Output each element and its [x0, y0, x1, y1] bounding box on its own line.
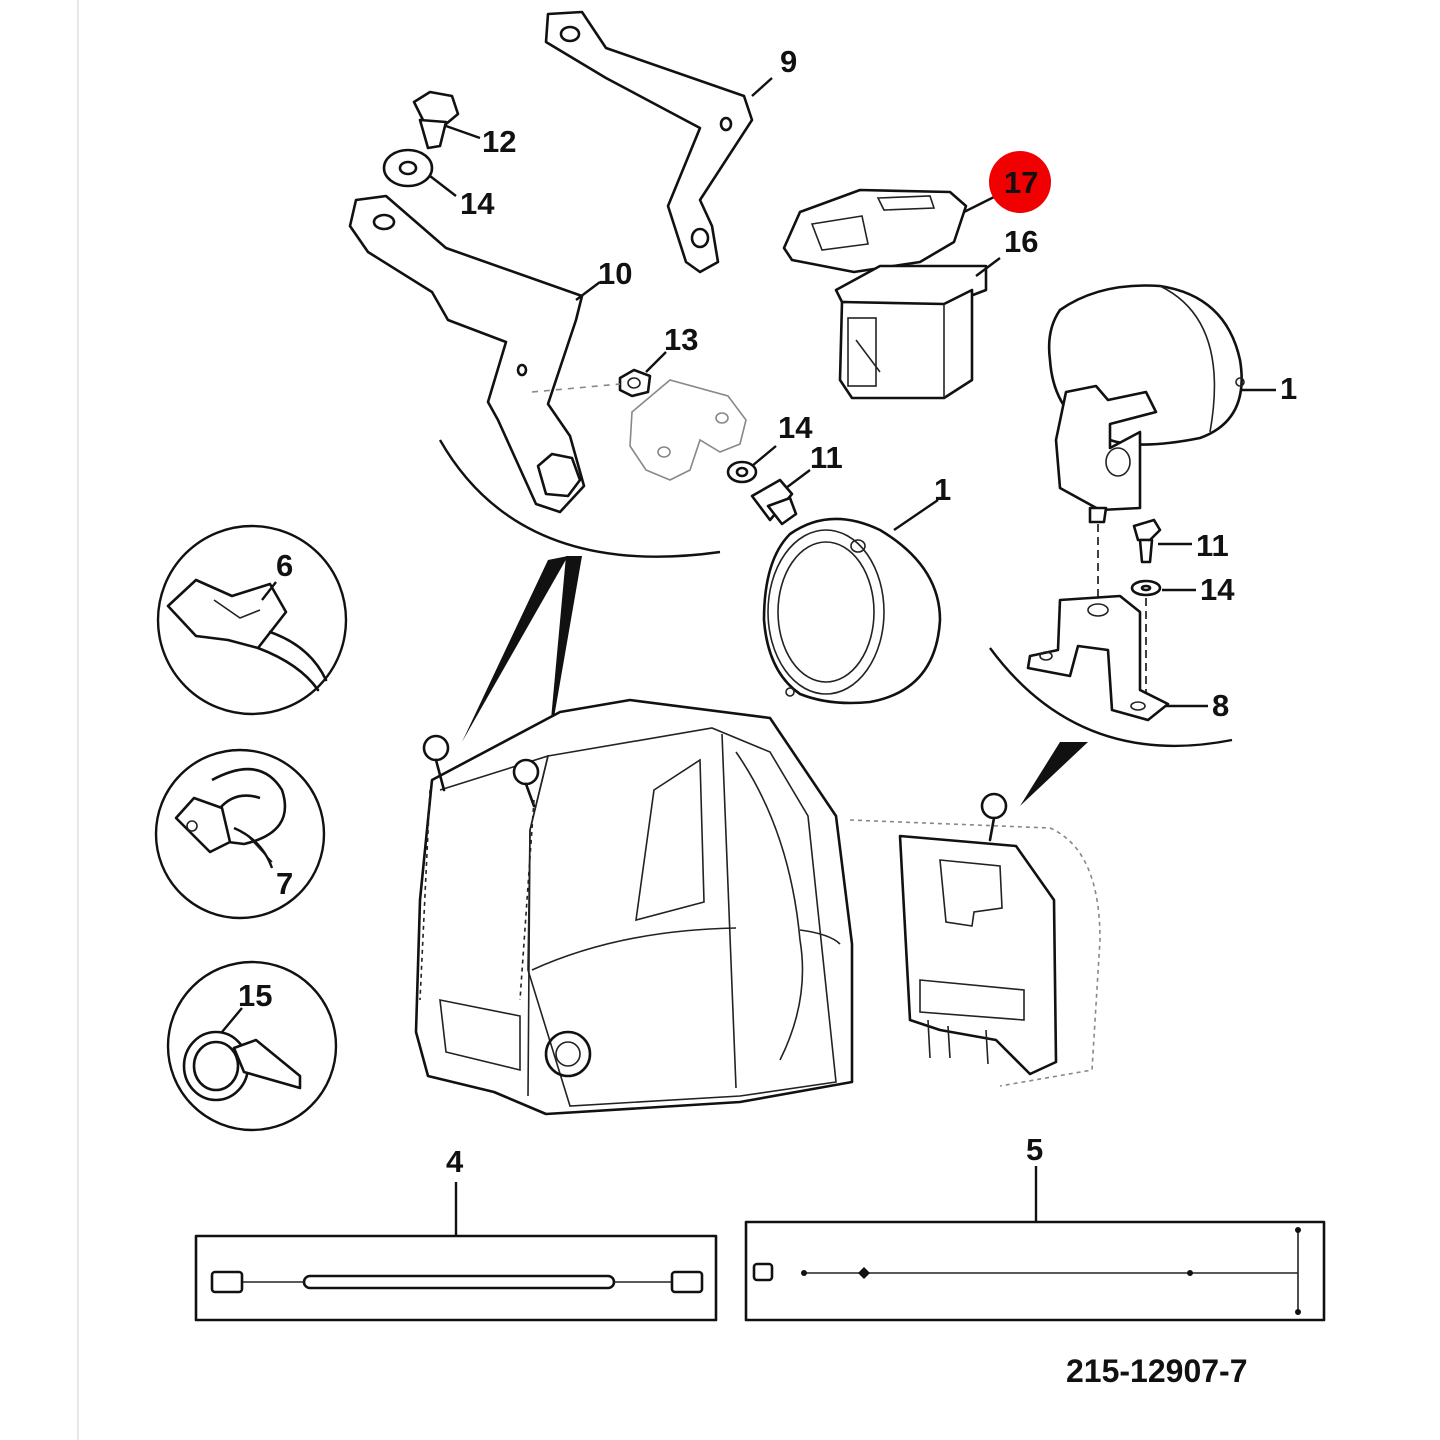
detail-arc-right	[989, 647, 1233, 748]
detail-6-connector	[156, 524, 348, 716]
harness-5	[744, 1166, 1326, 1322]
part-14-washer-right	[1130, 579, 1162, 597]
callout-1-right: 1	[1280, 371, 1297, 406]
callout-15: 15	[238, 978, 272, 1013]
part-1-work-lamp-right	[1047, 284, 1245, 524]
ghost-plate	[531, 379, 747, 481]
detail-7-p-clip	[154, 748, 326, 920]
part-10-bracket	[348, 194, 586, 514]
callout-4: 4	[446, 1144, 464, 1179]
detail-15-cable-tie	[166, 960, 338, 1132]
leader-lines	[221, 77, 1276, 1033]
part-16-switch-body	[834, 264, 988, 400]
part-8-mount-bracket	[1026, 594, 1170, 722]
callout-6: 6	[276, 548, 293, 583]
part-11-bolt-mid	[750, 478, 798, 526]
callout-14-right: 14	[1200, 572, 1235, 607]
callout-7: 7	[276, 866, 293, 901]
part-17-switch-rocker	[782, 188, 968, 274]
pointer-wedge-left	[462, 556, 568, 742]
part-9-bracket	[544, 10, 754, 274]
detail-arc-left	[438, 439, 721, 558]
harness-4	[194, 1182, 718, 1322]
part-1-work-lamp-center	[762, 517, 942, 705]
callout-16: 16	[1004, 224, 1038, 259]
part-14-washer-mid	[726, 460, 758, 484]
callout-1-center: 1	[934, 472, 951, 507]
part-12-bolt	[412, 90, 460, 150]
callout-17: 17	[1004, 165, 1038, 200]
callout-5: 5	[1026, 1132, 1043, 1167]
cab-assembly	[414, 698, 1101, 1116]
callout-8: 8	[1212, 688, 1229, 723]
callout-11-mid: 11	[810, 440, 843, 475]
part-14-washer-top	[382, 148, 434, 188]
callout-14-top: 14	[460, 186, 495, 221]
highlight-17-marker	[989, 151, 1051, 213]
pointer-wedge-right	[1020, 742, 1088, 806]
callout-14-mid: 14	[778, 410, 813, 445]
callout-9: 9	[780, 44, 797, 79]
callout-12: 12	[482, 124, 516, 159]
part-11-bolt-right	[1132, 518, 1162, 564]
pointer-wedge-left-2	[548, 556, 582, 752]
callout-11-right: 11	[1196, 528, 1229, 563]
callout-13: 13	[664, 322, 698, 357]
part-13-nut	[618, 368, 652, 398]
callout-10: 10	[598, 256, 632, 291]
drawing-number: 215-12907-7	[1066, 1353, 1247, 1389]
